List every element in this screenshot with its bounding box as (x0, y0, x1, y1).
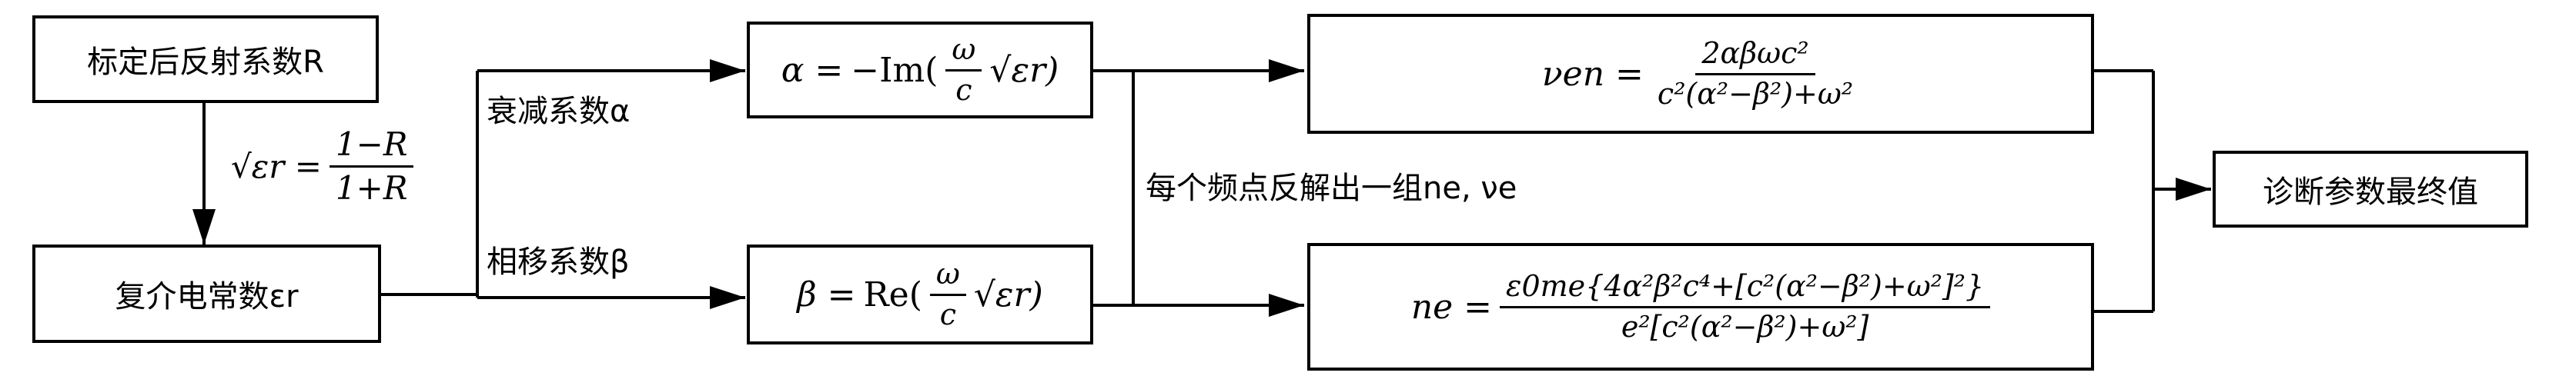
ne-den: e²[c²(α²−β²)+ω²] (1621, 309, 1869, 344)
node-nu-formula: νen = 2αβωc² c²(α²−β²)+ω² (1307, 14, 2094, 134)
label-sqrt-eps-formula: √εr = 1−R 1+R (231, 126, 414, 208)
label-sqrt-eps-lhs: √εr = (231, 148, 322, 186)
node-complex-permittivity-text: 复介电常数εr (115, 279, 299, 314)
nu-num: 2αβωc² (1695, 37, 1815, 75)
beta-den: c (939, 297, 957, 331)
nu-den: c²(α²−β²)+ω² (1657, 76, 1854, 111)
beta-post: √εr) (973, 275, 1043, 314)
ne-num: ε0me{4α²β²c⁴+[c²(α²−β²)+ω²]²} (1500, 270, 1991, 308)
beta-lhs: β = (797, 275, 856, 314)
node-complex-permittivity: 复介电常数εr (32, 245, 381, 343)
node-ne-formula: ne = ε0me{4α²β²c⁴+[c²(α²−β²)+ω²]²} e²[c²… (1307, 243, 2094, 371)
label-attenuation-text: 衰减系数α (487, 94, 631, 129)
beta-pre: Re( (863, 275, 922, 314)
alpha-pre: −Im( (851, 50, 938, 90)
node-result: 诊断参数最终值 (2213, 151, 2528, 228)
node-beta-formula: β = Re( ω c √εr) (747, 245, 1093, 344)
nu-lhs: νen = (1541, 54, 1644, 94)
label-sqrt-eps-den: 1+R (335, 169, 408, 208)
beta-num: ω (929, 258, 966, 296)
node-result-text: 诊断参数最终值 (2263, 175, 2478, 210)
label-per-frequency-text: 每个频点反解出一组ne, νe (1146, 171, 1517, 206)
label-phase-shift-text: 相移系数β (487, 245, 630, 280)
label-per-frequency: 每个频点反解出一组ne, νe (1146, 163, 1517, 208)
alpha-post: √εr) (989, 50, 1059, 90)
ne-lhs: ne = (1410, 287, 1493, 327)
label-attenuation: 衰减系数α (487, 86, 630, 131)
node-calibrated-r: 标定后反射系数R (32, 15, 379, 103)
alpha-num: ω (945, 33, 982, 72)
node-calibrated-r-text: 标定后反射系数R (87, 45, 324, 80)
alpha-den: c (955, 72, 972, 107)
label-phase-shift: 相移系数β (487, 237, 630, 281)
alpha-lhs: α = (781, 50, 844, 90)
label-sqrt-eps-num: 1−R (329, 126, 414, 168)
node-alpha-formula: α = −Im( ω c √εr) (747, 22, 1093, 118)
